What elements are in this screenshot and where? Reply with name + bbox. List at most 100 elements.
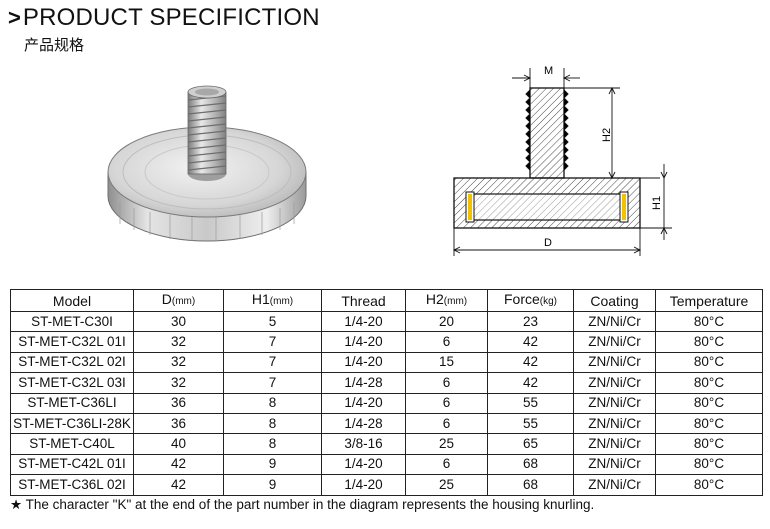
cell-temperature: 80°C [655, 392, 763, 414]
cell-model: ST-MET-C36LI [10, 392, 134, 414]
header-temperature: Temperature [655, 289, 763, 312]
cell-h2: 6 [405, 453, 488, 476]
cell-h2: 25 [405, 474, 488, 496]
cell-model: ST-MET-C30I [10, 310, 134, 333]
cell-d: 36 [133, 392, 224, 414]
cell-temperature: 80°C [655, 412, 763, 435]
page-subtitle: 产品规格 [24, 37, 85, 54]
cell-thread: 1/4-20 [321, 331, 406, 353]
cell-thread: 1/4-20 [321, 453, 406, 476]
cell-model: ST-MET-C36LI-28K [10, 412, 134, 435]
cell-temperature: 80°C [655, 474, 763, 496]
cell-h1: 7 [223, 331, 322, 353]
cell-coating: ZN/Ni/Cr [573, 351, 656, 374]
page-title: PRODUCT SPECIFICTION [22, 4, 320, 31]
cell-h1: 8 [223, 392, 322, 414]
cell-model: ST-MET-C42L 01I [10, 453, 134, 476]
cell-temperature: 80°C [655, 372, 763, 394]
cell-h1: 8 [223, 433, 322, 455]
header-h2: H2(mm) [405, 289, 488, 312]
cell-d: 32 [133, 331, 224, 353]
cell-model: ST-MET-C36L 02I [10, 474, 134, 496]
cell-model: ST-MET-C32L 01I [10, 331, 134, 353]
cell-temperature: 80°C [655, 331, 763, 353]
dim-d-label: D [544, 237, 552, 249]
cell-d: 42 [133, 474, 224, 496]
cell-d: 36 [133, 412, 224, 435]
star-icon: ★ [10, 497, 23, 512]
cell-h1: 9 [223, 453, 322, 476]
cell-thread: 1/4-20 [321, 392, 406, 414]
cell-d: 40 [133, 433, 224, 455]
cell-h1: 7 [223, 372, 322, 394]
chevron-right-icon: > [8, 5, 21, 30]
cell-h2: 6 [405, 412, 488, 435]
cell-thread: 3/8-16 [321, 433, 406, 455]
header-model: Model [10, 289, 134, 312]
cell-thread: 1/4-20 [321, 310, 406, 333]
cell-model: ST-MET-C40L [10, 433, 134, 455]
cell-h2: 6 [405, 392, 488, 414]
threaded-stud [187, 85, 227, 181]
cell-h1: 5 [223, 310, 322, 333]
stud-section [529, 87, 565, 179]
cell-h1: 7 [223, 351, 322, 374]
technical-drawing: M H2 H1 D [452, 65, 672, 256]
footnote: ★ The character "K" at the end of the pa… [10, 497, 594, 513]
header-d: D(mm) [133, 289, 224, 312]
cell-force: 42 [487, 351, 574, 374]
dim-h1-label: H1 [651, 196, 663, 210]
cell-d: 32 [133, 351, 224, 374]
dim-h2-label: H2 [601, 128, 613, 142]
cell-model: ST-MET-C32L 03I [10, 372, 134, 394]
product-illustration [107, 85, 307, 242]
footnote-text: The character "K" at the end of the part… [25, 497, 595, 512]
cell-h2: 6 [405, 372, 488, 394]
cell-coating: ZN/Ni/Cr [573, 392, 656, 414]
header-coating: Coating [573, 289, 656, 312]
title-row: > PRODUCT SPECIFICTION [8, 4, 320, 32]
cell-thread: 1/4-28 [321, 412, 406, 435]
cell-coating: ZN/Ni/Cr [573, 412, 656, 435]
cell-coating: ZN/Ni/Cr [573, 433, 656, 455]
cell-force: 68 [487, 453, 574, 476]
cell-temperature: 80°C [655, 351, 763, 374]
cell-coating: ZN/Ni/Cr [573, 453, 656, 476]
knurling-lines [119, 202, 295, 241]
cell-force: 55 [487, 392, 574, 414]
cell-force: 68 [487, 474, 574, 496]
cell-coating: ZN/Ni/Cr [573, 310, 656, 333]
cell-thread: 1/4-20 [321, 351, 406, 374]
header-force: Force(kg) [487, 289, 574, 312]
cell-temperature: 80°C [655, 433, 763, 455]
header-h1: H1(mm) [223, 289, 322, 312]
cell-coating: ZN/Ni/Cr [573, 331, 656, 353]
cell-d: 42 [133, 453, 224, 476]
spec-table: Model D(mm) H1(mm) Thread H2(mm) Force(k… [10, 289, 763, 496]
cell-d: 30 [133, 310, 224, 333]
cell-force: 65 [487, 433, 574, 455]
cell-h2: 6 [405, 331, 488, 353]
cell-force: 55 [487, 412, 574, 435]
cell-coating: ZN/Ni/Cr [573, 372, 656, 394]
cell-force: 42 [487, 331, 574, 353]
cell-d: 32 [133, 372, 224, 394]
header-thread: Thread [321, 289, 406, 312]
cell-thread: 1/4-28 [321, 372, 406, 394]
cell-force: 23 [487, 310, 574, 333]
cell-thread: 1/4-20 [321, 474, 406, 496]
cell-h1: 8 [223, 412, 322, 435]
cell-force: 42 [487, 372, 574, 394]
cell-coating: ZN/Ni/Cr [573, 474, 656, 496]
cell-h2: 25 [405, 433, 488, 455]
cell-temperature: 80°C [655, 310, 763, 333]
